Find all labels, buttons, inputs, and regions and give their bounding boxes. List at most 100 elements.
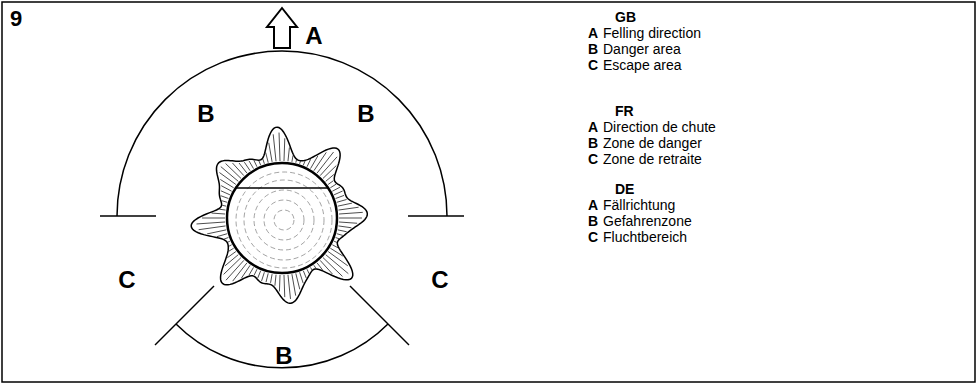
bark-hatch: [254, 161, 257, 167]
boundary-line: [408, 215, 464, 217]
bark-hatch: [275, 275, 276, 286]
bark-hatch: [199, 226, 226, 230]
legend-text: Fällrichtung: [603, 198, 675, 212]
zone-letter: C: [431, 268, 448, 292]
bark-hatch: [296, 273, 300, 289]
bark-hatch: [283, 138, 285, 161]
bark-hatch: [292, 155, 293, 161]
bark-hatch: [307, 159, 311, 167]
bark-hatch: [221, 186, 231, 192]
bark-hatch: [263, 159, 265, 164]
bark-hatch: [266, 153, 269, 163]
bark-hatch: [339, 212, 363, 214]
bark-hatch: [232, 163, 243, 176]
bark-hatch: [217, 234, 227, 237]
figure-number: 9: [10, 8, 22, 30]
bark-hatch: [288, 275, 291, 299]
bark-hatch: [314, 152, 326, 170]
bark-hatch: [249, 161, 253, 169]
legend-text: Zone de retraite: [603, 152, 702, 166]
growth-ring: [264, 200, 304, 240]
bark-hatch: [241, 265, 250, 278]
bark-hatch: [222, 201, 228, 203]
bark-hatch: [303, 161, 305, 165]
zone-letter: B: [197, 102, 214, 126]
bark-hatch: [202, 218, 225, 219]
bark-hatch: [212, 213, 226, 215]
language-code: GB: [615, 10, 636, 24]
bark-hatch: [300, 272, 304, 283]
bark-hatch: [227, 252, 236, 258]
boundary-line: [100, 215, 156, 217]
legend-key: B: [588, 214, 598, 228]
boundary-line: [155, 286, 214, 345]
bark-hatch: [336, 195, 344, 198]
bark-hatch: [332, 187, 340, 191]
bark-hatch: [279, 275, 281, 291]
zone-letter: C: [118, 268, 135, 292]
stump-cut: [227, 163, 337, 273]
legend-key: A: [588, 26, 598, 40]
bark-hatch: [328, 181, 333, 185]
legend-key: A: [588, 120, 598, 134]
language-code: DE: [615, 182, 634, 196]
growth-ring: [236, 172, 332, 268]
bark-hatch: [219, 209, 225, 211]
legend-key: B: [588, 136, 598, 150]
bark-hatch: [224, 237, 228, 239]
danger-arc: [176, 324, 388, 368]
bark-hatch: [334, 241, 337, 242]
legend-text: Escape area: [603, 58, 682, 72]
legend-text: Fluchtbereich: [603, 230, 687, 244]
bark-hatch: [323, 166, 336, 179]
bark-hatch: [228, 241, 230, 242]
root-flare: [191, 127, 367, 303]
language-code: FR: [615, 104, 634, 118]
bark-hatch: [207, 230, 226, 234]
legend-text: Danger area: [603, 42, 681, 56]
zone-letter: B: [357, 102, 374, 126]
growth-ring: [254, 190, 314, 250]
bark-hatch: [328, 252, 348, 266]
bark-hatch: [337, 199, 347, 202]
bark-hatch: [338, 203, 352, 206]
bark-hatch: [334, 191, 343, 195]
legend-text: Zone de danger: [603, 136, 702, 150]
bark-hatch: [273, 134, 276, 161]
bark-hatch: [283, 275, 285, 297]
legend-key: C: [588, 58, 598, 72]
legend-text: Direction de chute: [603, 120, 716, 134]
bark-hatch: [221, 191, 230, 195]
bark-hatch: [222, 205, 226, 207]
bark-hatch: [262, 272, 265, 281]
bark-hatch: [220, 179, 233, 187]
bark-hatch: [317, 263, 323, 270]
growth-ring: [244, 180, 324, 260]
bark-hatch: [244, 162, 250, 171]
legend-key: C: [588, 230, 598, 244]
bark-hatch: [326, 174, 334, 181]
bark-hatch: [269, 143, 272, 162]
bark-hatch: [299, 161, 301, 164]
bark-hatch: [311, 267, 313, 270]
zone-letter: B: [275, 344, 292, 368]
bark-hatch: [330, 184, 336, 188]
bark-hatch: [339, 218, 362, 219]
bark-hatch: [288, 148, 289, 162]
bark-hatch: [336, 237, 340, 238]
bark-hatch: [229, 248, 234, 251]
bark-hatch: [233, 263, 247, 281]
bark-hatch: [226, 163, 241, 178]
bark-hatch: [338, 226, 351, 228]
bark-hatch: [338, 230, 347, 232]
bark-hatch: [229, 245, 232, 247]
bark-hatch: [307, 269, 309, 274]
bark-hatch: [266, 273, 268, 282]
legend-text: Felling direction: [603, 26, 701, 40]
bark-hatch: [320, 260, 332, 274]
bark-hatch: [314, 265, 316, 268]
bark-hatch: [259, 161, 261, 165]
